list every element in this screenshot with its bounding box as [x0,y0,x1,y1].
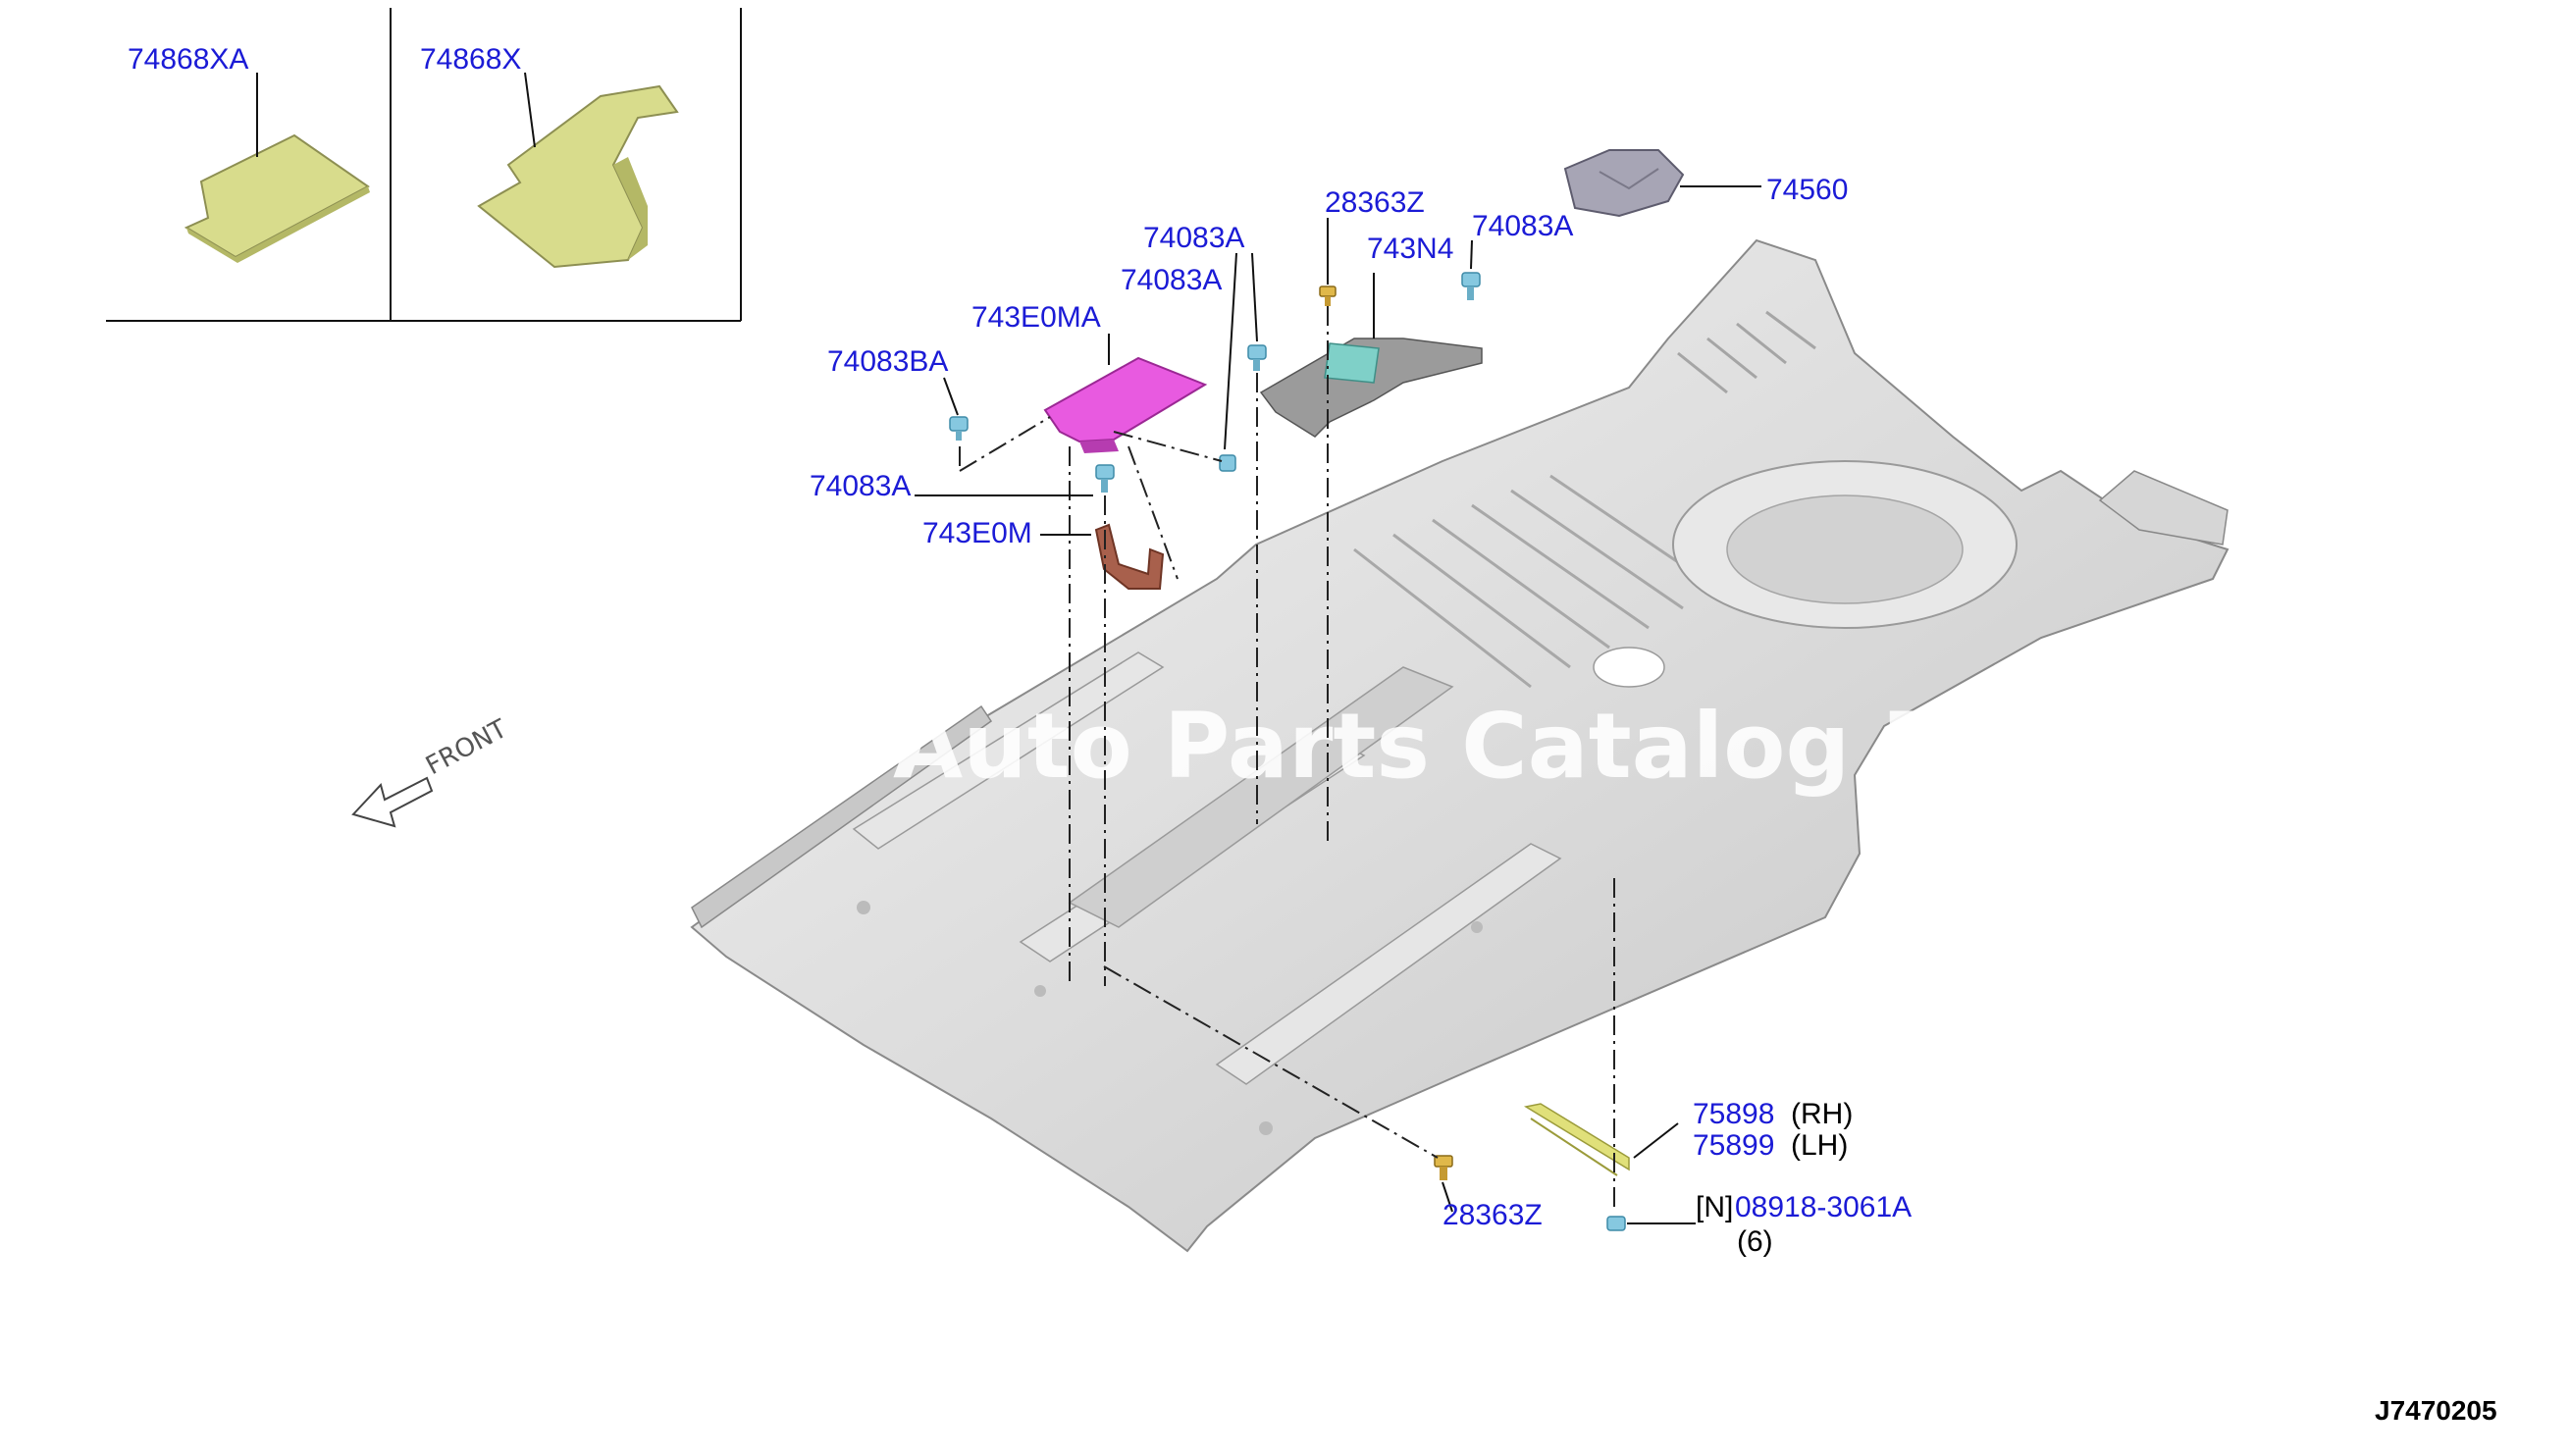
bolt-74083A-bracket-icon[interactable] [1219,454,1236,472]
front-arrow-icon: FRONT [351,714,512,828]
label-743E0MA[interactable]: 743E0MA [971,301,1101,334]
clip-28363Z-top-icon[interactable] [1319,286,1337,306]
nut-08918-3061A-icon[interactable] [1606,1216,1626,1231]
bolt-74083A-lower-icon[interactable] [1095,464,1115,493]
label-74560[interactable]: 74560 [1766,174,1848,206]
bolt-74083A-center-icon[interactable] [1247,344,1267,371]
label-74083A-1[interactable]: 74083A [1143,222,1244,254]
label-74868XA[interactable]: 74868XA [128,43,248,76]
label-75898-side: (RH) [1791,1098,1853,1130]
label-08918-qty: (6) [1737,1225,1773,1258]
insulator-74868X[interactable] [477,84,679,269]
diagram-code: J7470205 [2375,1395,2497,1426]
label-08918-prefix: [N] [1696,1191,1733,1223]
bracket-743E0M[interactable] [1094,523,1165,590]
clip-28363Z-bottom-icon[interactable] [1434,1155,1453,1180]
bracket-743N4[interactable] [1259,338,1483,438]
label-28363Z-top[interactable]: 28363Z [1325,186,1425,219]
label-28363Z-bottom[interactable]: 28363Z [1442,1199,1543,1231]
label-74083BA[interactable]: 74083BA [827,345,948,378]
insulator-74868XA[interactable] [184,133,370,263]
label-08918-3061A[interactable]: 08918-3061A [1735,1191,1912,1223]
label-75898[interactable]: 75898 [1693,1098,1774,1130]
bolt-74083A-right-icon[interactable] [1461,272,1481,300]
rear-floor-panel[interactable] [690,238,2229,1253]
label-75899-side: (LH) [1791,1129,1848,1162]
label-743N4[interactable]: 743N4 [1367,233,1453,265]
mounting-lines [959,306,1615,1212]
front-arrow-label: FRONT [421,714,512,781]
label-743E0M[interactable]: 743E0M [922,517,1032,549]
label-75899[interactable]: 75899 [1693,1129,1774,1162]
label-74868X[interactable]: 74868X [420,43,521,76]
label-74083A-3[interactable]: 74083A [810,470,911,502]
bracket-743E0MA[interactable] [1043,356,1208,453]
cover-74560[interactable] [1563,149,1685,218]
label-74083A-4[interactable]: 74083A [1472,210,1573,242]
leader-74868X [524,72,536,148]
bolt-74083BA-icon[interactable] [949,416,969,441]
watermark: Auto Parts Catalog PA [893,694,2010,799]
leader-lines [915,185,1761,1224]
inset-frame [106,8,742,322]
reinforcement-75898-75899[interactable] [1523,1103,1630,1176]
label-74083A-2[interactable]: 74083A [1121,264,1222,296]
